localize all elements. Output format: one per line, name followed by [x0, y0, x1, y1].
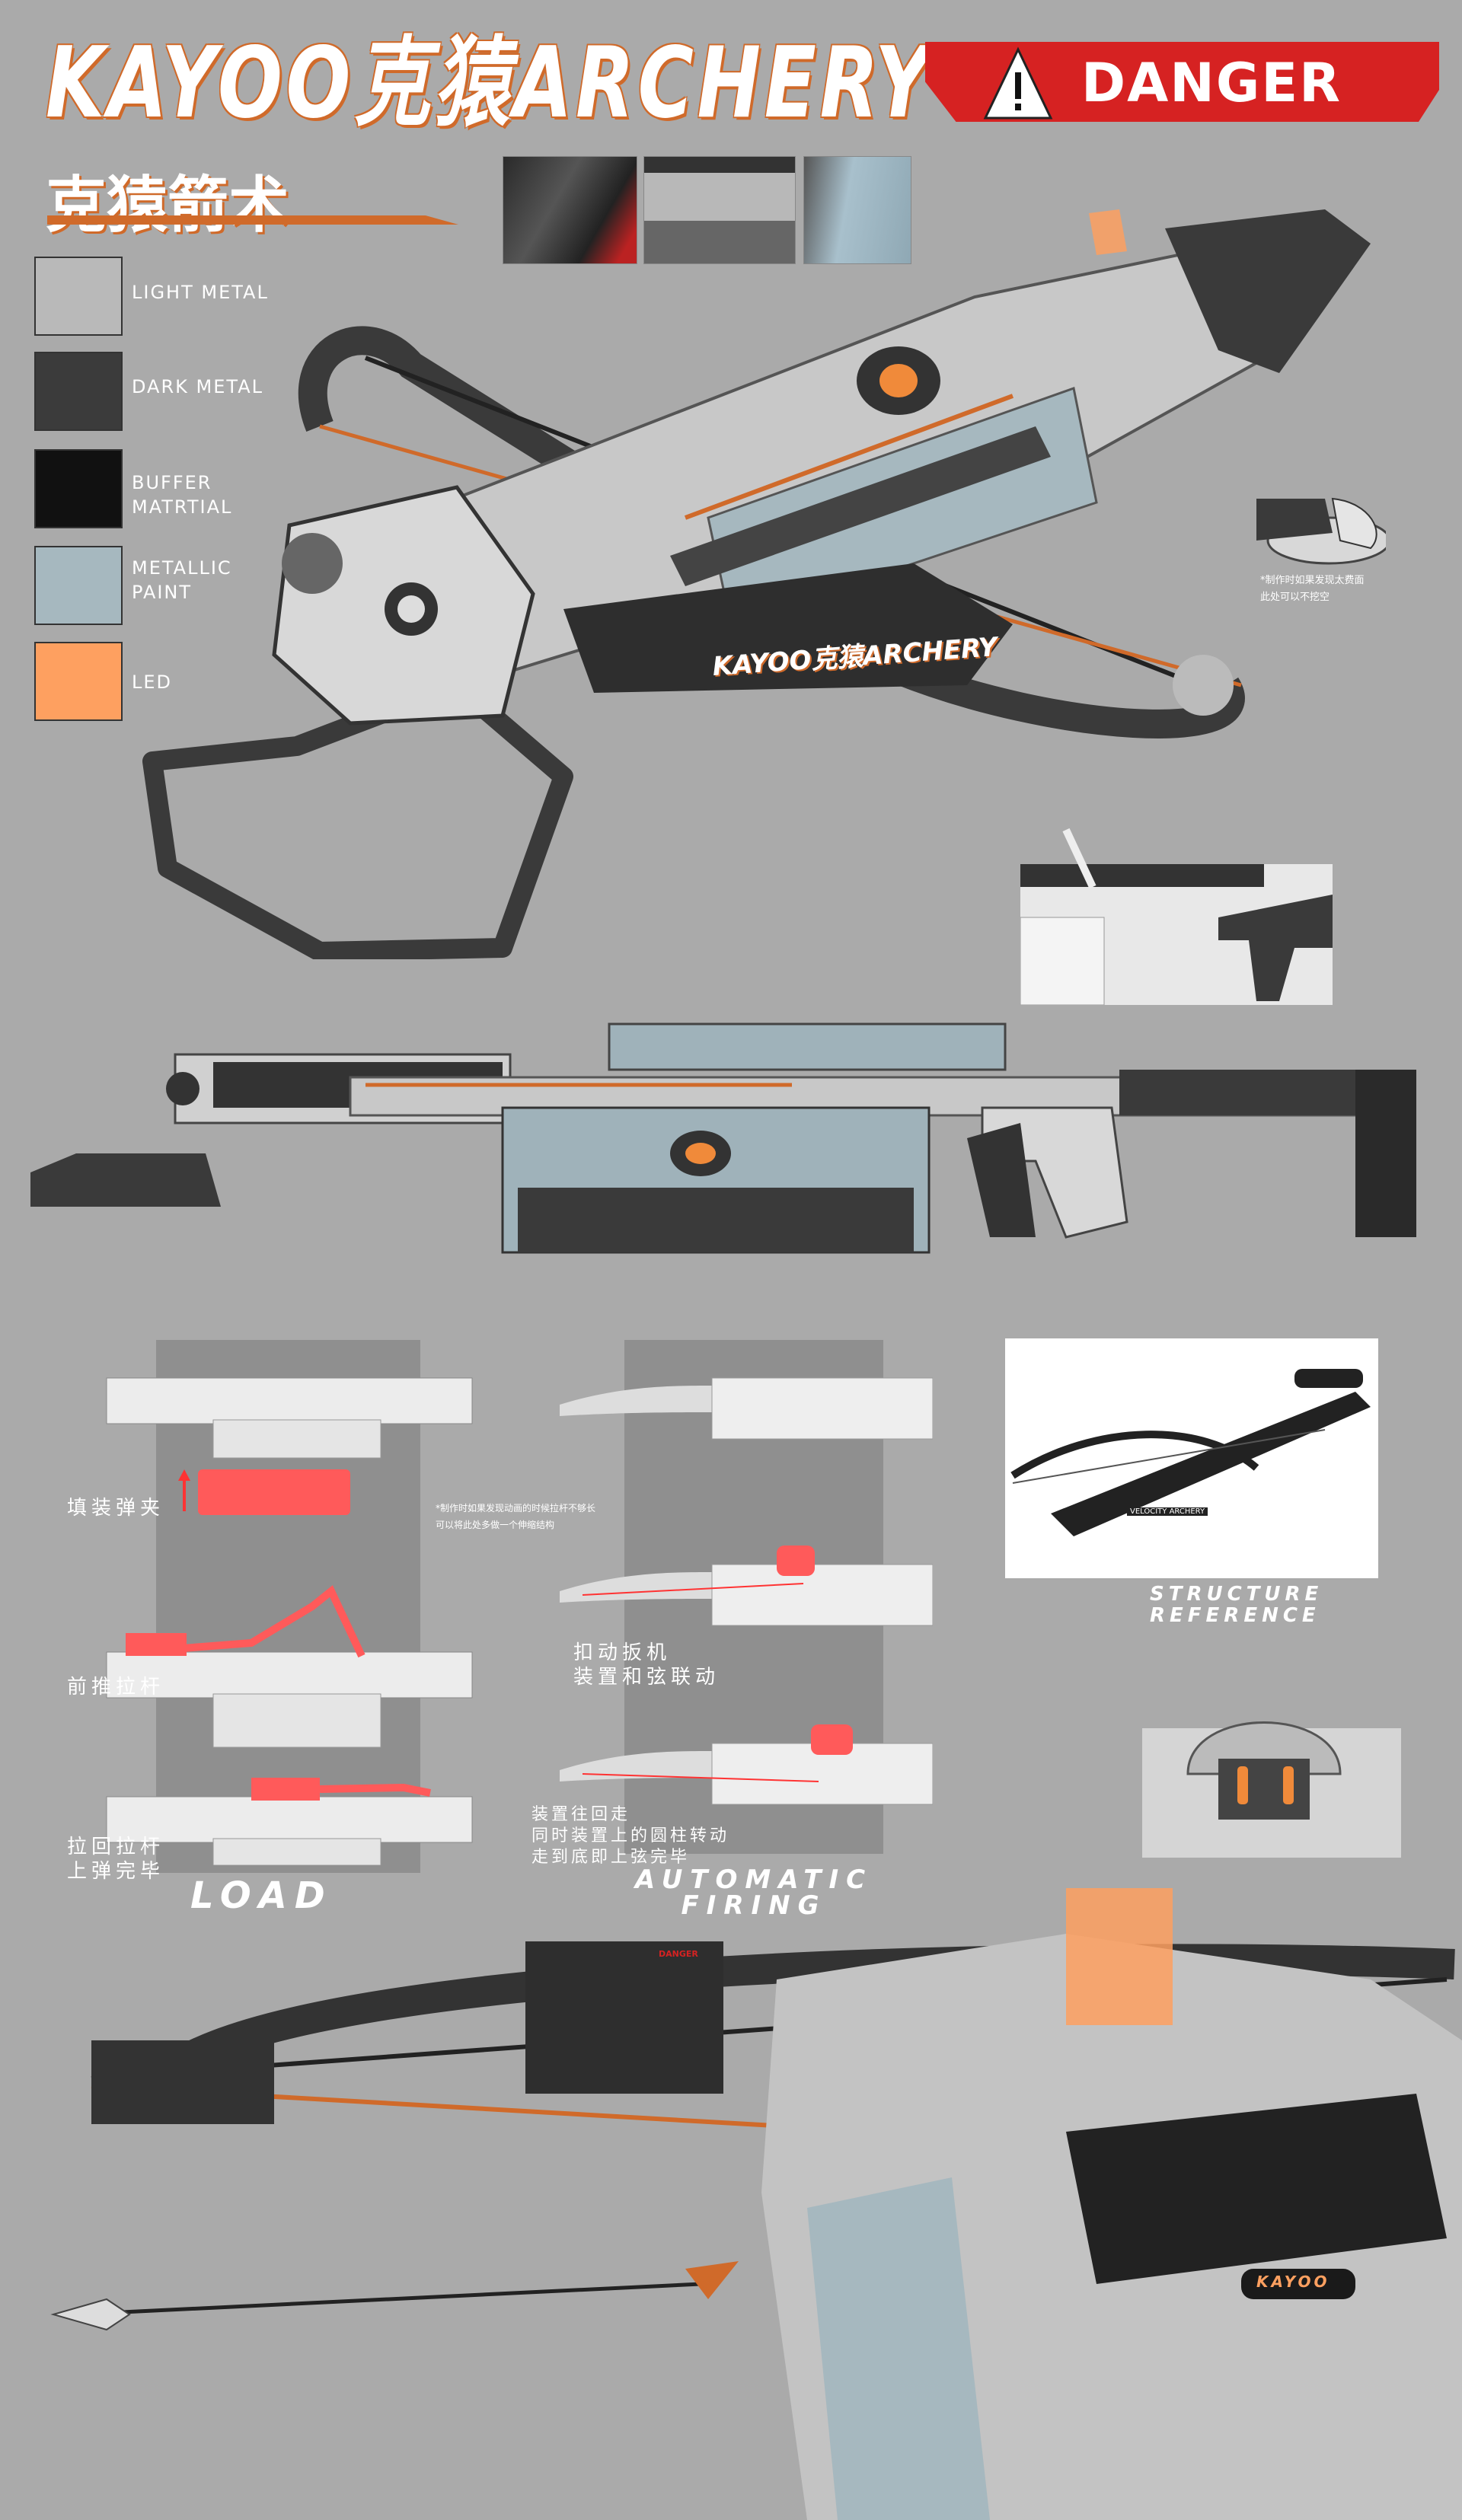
- firing-heading-line: FIRING: [681, 1890, 827, 1921]
- magazine-red: [198, 1469, 350, 1515]
- firing-step-2-line: 装置往回走: [531, 1805, 631, 1824]
- subtitle: 克猿箭术: [46, 170, 289, 241]
- swatch-label: BUFFER MATRTIAL: [132, 472, 233, 518]
- load-step-3-line: 拉回拉杆: [67, 1836, 165, 1858]
- firing-step-1-line: 装置和弦联动: [573, 1666, 720, 1689]
- load-step-3-label: 拉回拉杆 上弹完毕: [67, 1835, 164, 1884]
- firing-stage-1: [560, 1377, 933, 1440]
- material-thumbnail-paint: [803, 156, 911, 264]
- reference-brand: VELOCITY ARCHERY: [1127, 1507, 1208, 1516]
- firing-heading: AUTOMATIC FIRING: [621, 1867, 887, 1919]
- load-stage-2: [106, 1585, 473, 1748]
- load-stage-3: [106, 1778, 473, 1865]
- detail-note-line: 此处可以不挖空: [1260, 592, 1330, 603]
- swatch-metallic-paint: [34, 546, 123, 625]
- structure-reference-label: STRUCTURE REFERENCE: [1150, 1584, 1323, 1626]
- swatch-dark-metal: [34, 352, 123, 431]
- load-note-line: *制作时如果发现动画的时候拉杆不够长: [436, 1503, 596, 1514]
- structure-reference-photo: VELOCITY ARCHERY: [1005, 1338, 1378, 1578]
- firing-step-2-line: 同时装置上的圆柱转动: [531, 1826, 730, 1845]
- detail-note: *制作时如果发现太费面 此处可以不挖空: [1260, 573, 1365, 606]
- load-step-2-label: 前推拉杆: [67, 1676, 165, 1699]
- detail-note-line: *制作时如果发现太费面: [1260, 575, 1365, 586]
- reference-crossbow-image: [1010, 1369, 1371, 1536]
- firing-step-1-line: 扣动扳机: [573, 1641, 672, 1664]
- warning-icon: [983, 46, 1053, 120]
- subtitle-underline: [47, 215, 458, 225]
- swatch-label: LIGHT METAL: [132, 282, 269, 303]
- load-stage-1: [106, 1377, 473, 1459]
- swatch-label: LED: [132, 671, 173, 693]
- firing-step-2-label: 装置往回走 同时装置上的圆柱转动 走到底即上弦完毕: [531, 1804, 729, 1868]
- crossbow-render-closeup: [50, 1888, 1462, 2520]
- swatch-buffer-material: [34, 449, 123, 528]
- swatch-label: DARK METAL: [132, 376, 263, 397]
- material-thumbnail-dark: [503, 156, 637, 264]
- crossbow-render-perspective: [142, 209, 1371, 959]
- closeup-danger-tag: DANGER: [659, 1949, 698, 1959]
- page-title: KAYOO克猿ARCHERY: [46, 27, 934, 140]
- structure-reference-line: STRUCTURE: [1150, 1583, 1323, 1606]
- firing-stage-2: [560, 1545, 933, 1626]
- firing-step-2-line: 走到底即上弦完毕: [531, 1848, 691, 1867]
- roller-detail-render: [1142, 1721, 1401, 1858]
- firing-stage-3: [560, 1724, 933, 1805]
- load-sequence-diagram: [106, 1377, 473, 1865]
- material-thumbnail-light: [643, 156, 796, 264]
- closeup-led-mark: KAYOO: [1256, 2273, 1330, 2291]
- load-note-line: 可以将此处多做一个伸缩结构: [436, 1520, 555, 1530]
- swatch-label: METALLIC PAINT: [132, 557, 232, 603]
- crossbow-render-side: [30, 1022, 1416, 1254]
- load-step-1-label: 填装弹夹: [67, 1497, 165, 1520]
- load-step-3-line: 上弹完毕: [67, 1860, 165, 1883]
- swatch-light-metal: [34, 257, 123, 336]
- firing-heading-line: AUTOMATIC: [634, 1864, 873, 1895]
- structure-reference-line: REFERENCE: [1150, 1604, 1320, 1627]
- bolt-detail-render: [1256, 497, 1386, 565]
- load-heading: LOAD: [190, 1874, 333, 1917]
- danger-text: DANGER: [1081, 52, 1342, 114]
- firing-step-1-label: 扣动扳机 装置和弦联动: [573, 1641, 720, 1689]
- firing-sequence-diagram: [560, 1377, 933, 1805]
- swatch-led: [34, 642, 123, 721]
- load-note: *制作时如果发现动画的时候拉杆不够长 可以将此处多做一个伸缩结构: [436, 1500, 595, 1533]
- trigger-detail-render: [1020, 828, 1333, 1005]
